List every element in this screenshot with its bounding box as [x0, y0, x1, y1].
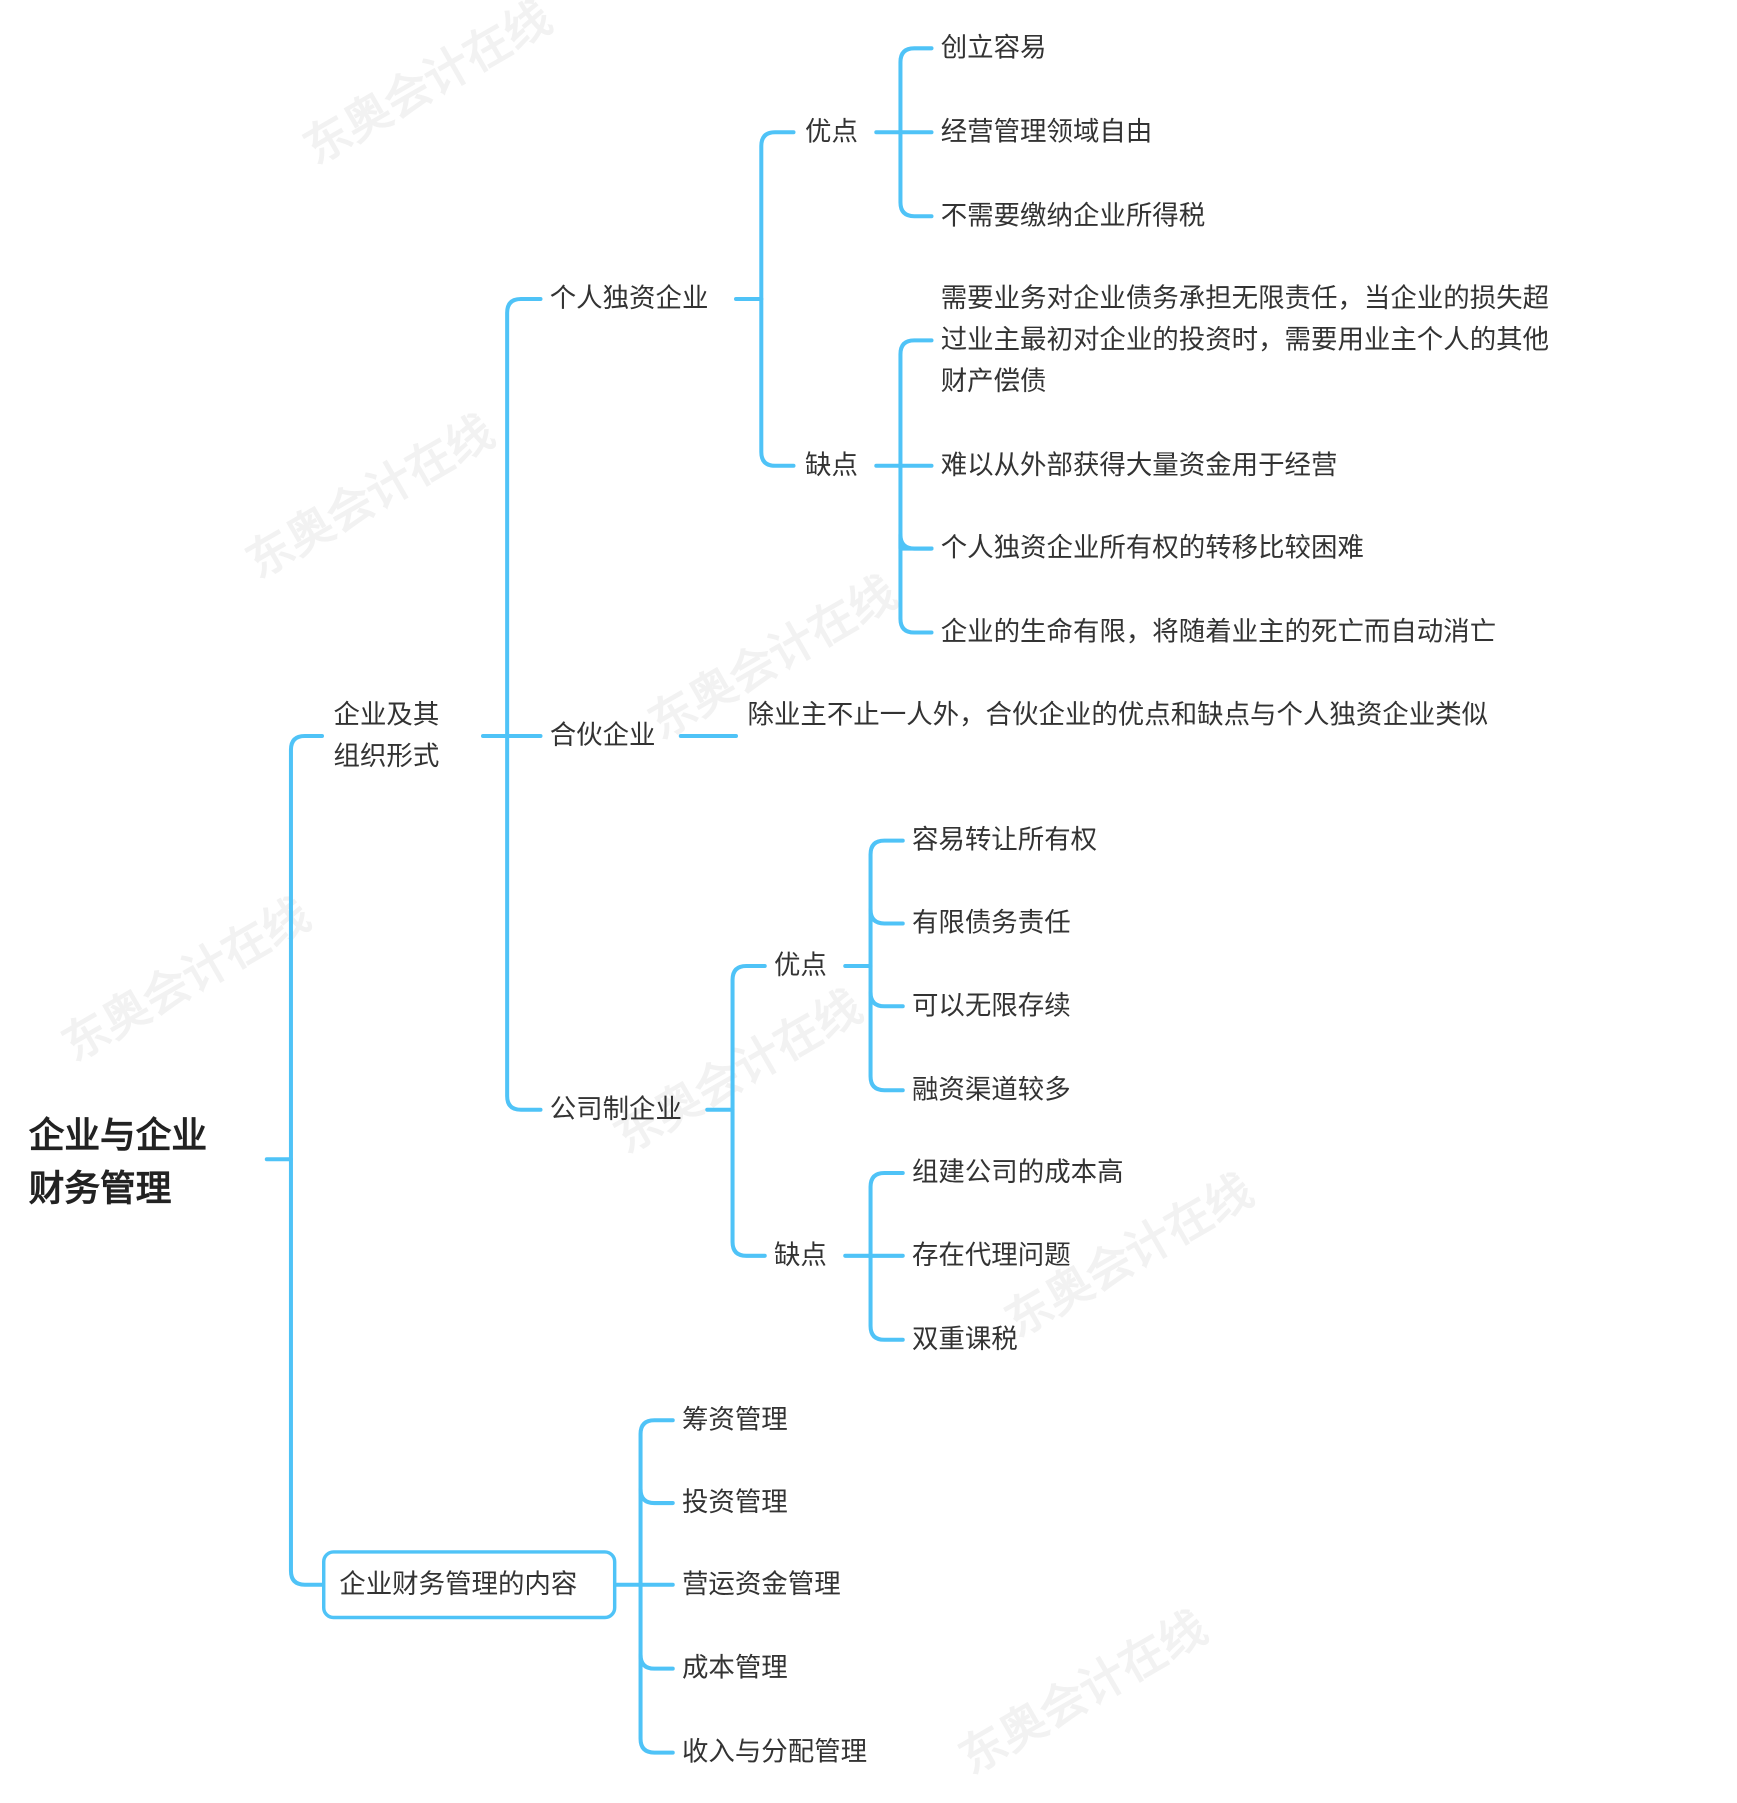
node-sole-con-item[interactable]: 难以从外部获得大量资金用于经营 [940, 450, 1338, 481]
connector-sole-branches [759, 130, 796, 468]
node-financial-management-content[interactable]: 企业财务管理的内容 [322, 1550, 617, 1620]
connector-sole-cons [874, 463, 934, 551]
node-sole-con-item[interactable]: 企业的生命有限，将随着业主的死亡而自动消亡 [940, 617, 1497, 648]
connector-forms-branches [505, 296, 543, 1112]
connector-root-branches [288, 733, 325, 1587]
node-sole-pro-item[interactable]: 创立容易 [940, 33, 1047, 64]
node-partnership[interactable]: 合伙企业 [549, 721, 656, 751]
node-corp-pro-item[interactable]: 可以无限存续 [911, 991, 1071, 1022]
node-partnership-note[interactable]: 除业主不止一人外，合伙企业的优点和缺点与个人独资企业类似 [747, 700, 1489, 731]
node-content-item[interactable]: 收入与分配管理 [681, 1737, 868, 1768]
node-sole-proprietorship[interactable]: 个人独资企业 [549, 284, 709, 314]
connector-corp-branches [730, 963, 767, 1258]
node-content-item[interactable]: 成本管理 [681, 1653, 788, 1684]
node-sole-cons[interactable]: 缺点 [805, 450, 858, 481]
node-content-item[interactable]: 投资管理 [681, 1488, 788, 1518]
node-sole-pro-item[interactable]: 不需要缴纳企业所得税 [940, 201, 1206, 232]
node-sole-pro-item[interactable]: 经营管理领域自由 [940, 117, 1153, 148]
root-node[interactable]: 企业与企业 财务管理 [29, 1110, 207, 1216]
node-corp-pro-item[interactable]: 容易转让所有权 [911, 825, 1098, 856]
connector-content-items [638, 1418, 675, 1755]
connector-sole-pros-items [898, 46, 934, 219]
forms-label-line2: 组织形式 [333, 741, 440, 772]
forms-label-line1: 企业及其 [333, 700, 440, 731]
node-corp-pro-item[interactable]: 有限债务责任 [911, 908, 1071, 939]
connector-corp-cons-items [868, 1170, 905, 1342]
node-sole-con-item[interactable]: 个人独资企业所有权的转移比较困难 [940, 533, 1364, 564]
node-content-item[interactable]: 筹资管理 [681, 1405, 788, 1436]
node-corp-cons[interactable]: 缺点 [773, 1240, 827, 1271]
node-corp-con-item[interactable]: 组建公司的成本高 [911, 1158, 1124, 1188]
root-label-line2: 财务管理 [28, 1168, 172, 1210]
node-forms[interactable]: 企业及其 组织形式 [334, 695, 440, 778]
node-sole-pros[interactable]: 优点 [805, 117, 858, 148]
node-corp-con-item[interactable]: 存在代理问题 [911, 1240, 1071, 1271]
node-corporation[interactable]: 公司制企业 [549, 1094, 682, 1125]
node-corp-pro-item[interactable]: 融资渠道较多 [911, 1075, 1071, 1106]
node-sole-con-item[interactable]: 需要业务对企业债务承担无限责任，当企业的损失超过业主最初对企业的投资时，需要用业… [940, 284, 1550, 397]
node-corp-pros[interactable]: 优点 [773, 951, 827, 981]
root-label-line1: 企业与企业 [28, 1115, 207, 1157]
connector-corp-pros-items [868, 838, 905, 1093]
connector-sole-cons-items [898, 338, 934, 635]
node-corp-con-item[interactable]: 双重课税 [911, 1324, 1018, 1355]
node-content-item[interactable]: 营运资金管理 [681, 1569, 841, 1600]
